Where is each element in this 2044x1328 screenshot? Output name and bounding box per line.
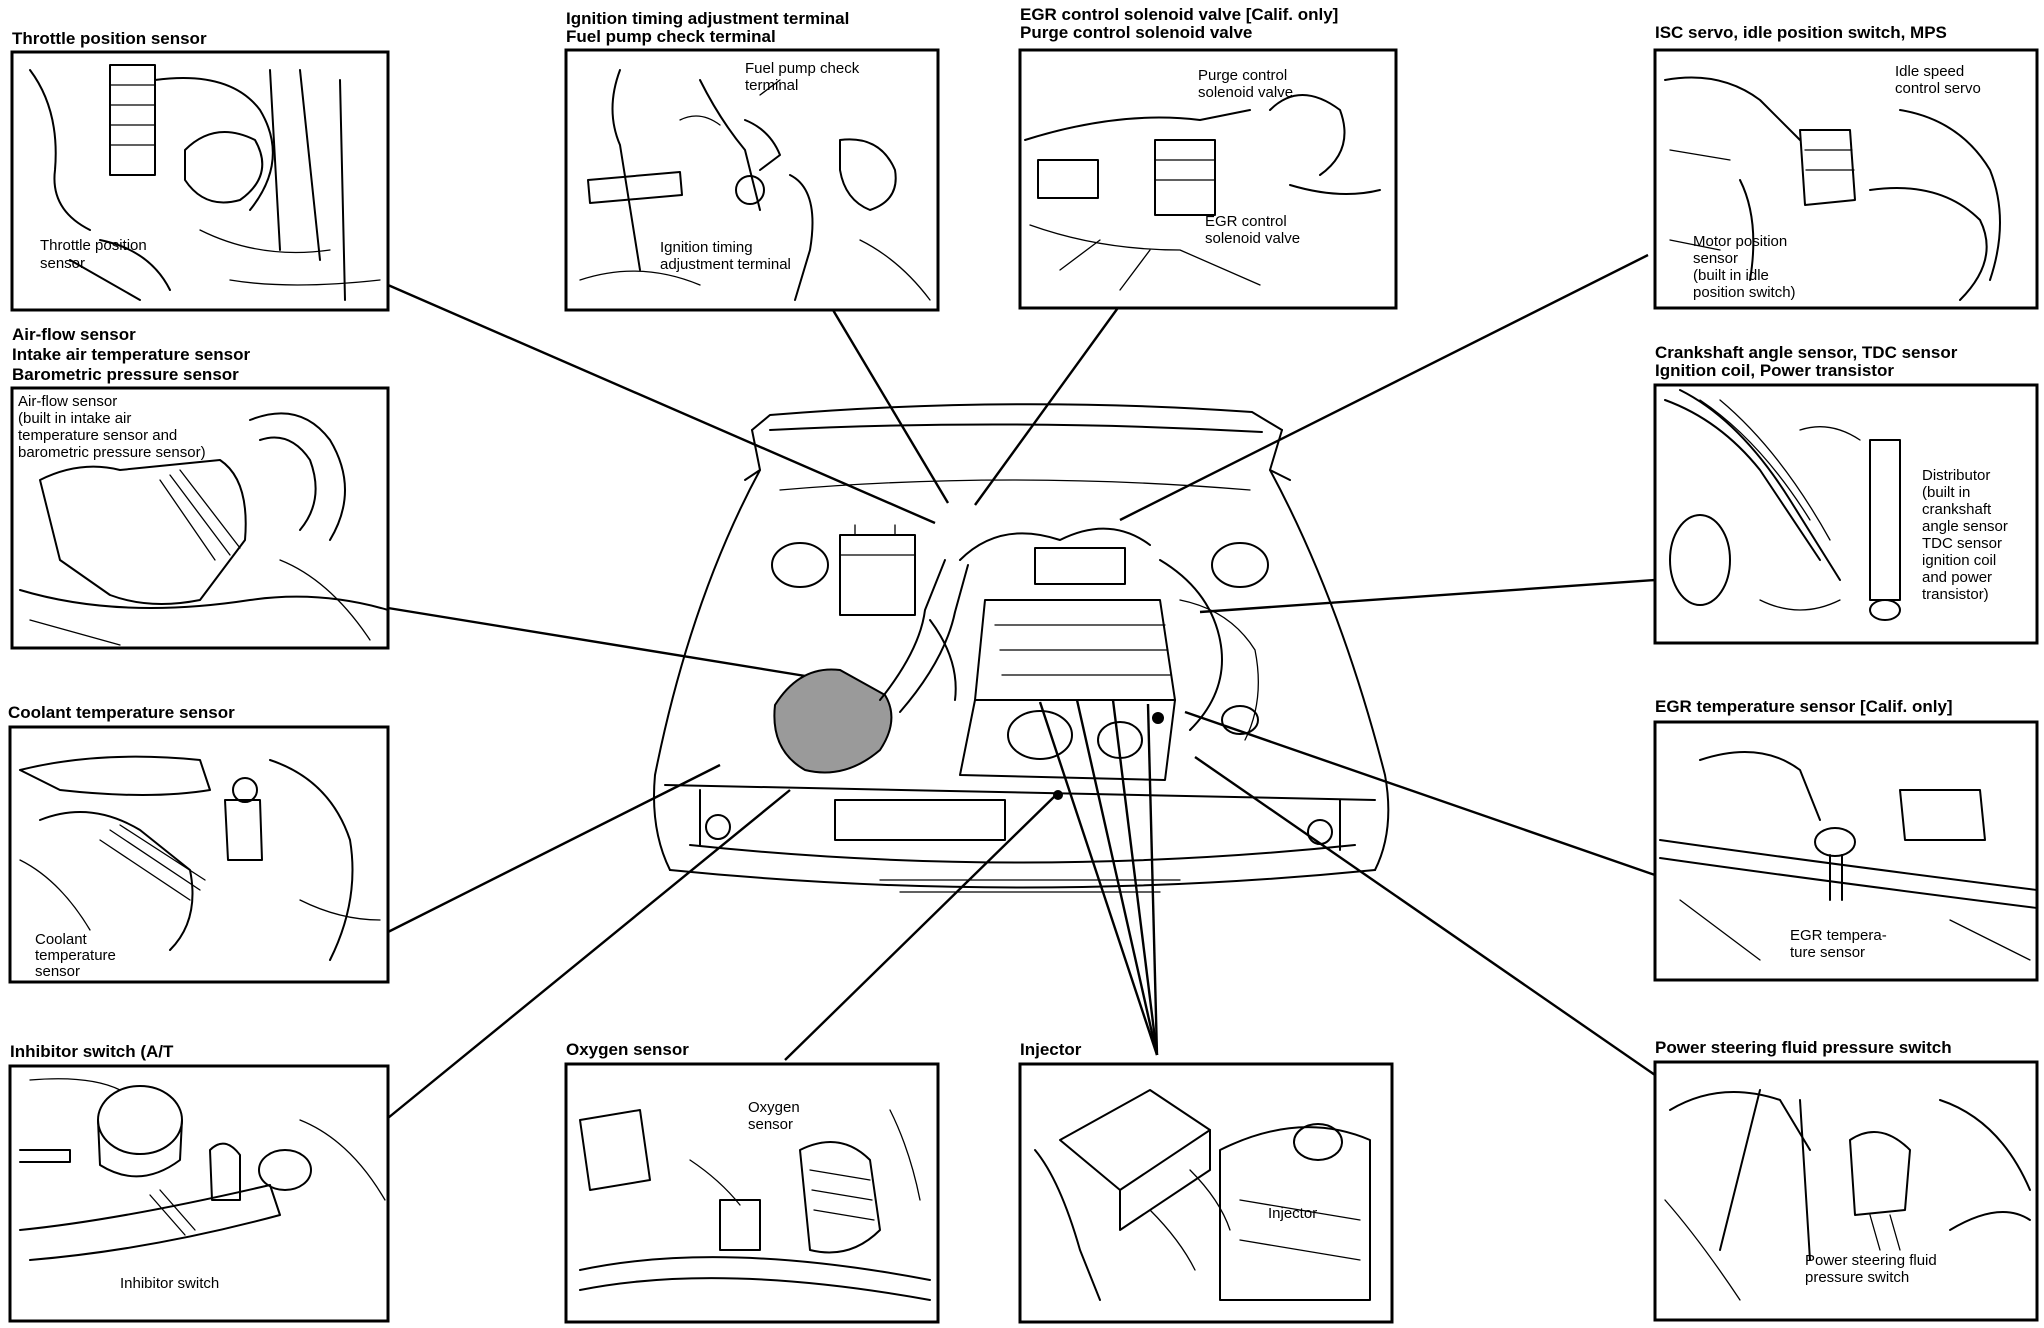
panel-title: Injector (1020, 1040, 1082, 1059)
panel-air-flow-sensor: Air-flow sensor Intake air temperature s… (10, 325, 390, 650)
panel-frame (10, 386, 390, 650)
panel-label: Oxygen sensor (748, 1099, 804, 1133)
panel-title: Ignition timing adjustment terminal Fuel… (566, 9, 854, 46)
panel-label: Air-flow sensor (built in intake air tem… (18, 393, 206, 461)
leader-injector-3 (1111, 699, 1159, 1056)
leader-egr-temp (1184, 710, 1656, 877)
panel-oxygen-sensor: Oxygen sensor Oxygen sensor (564, 1040, 940, 1324)
leader-coolant (387, 763, 721, 934)
leader-throttle (387, 283, 936, 525)
panel-title: Air-flow sensor Intake air temperature s… (12, 325, 255, 384)
panel-title: Power steering fluid pressure switch (1655, 1038, 1952, 1057)
panel-egr-temperature-sensor: EGR temperature sensor [Calif. only] EGR… (1653, 697, 2039, 982)
panel-label: Inhibitor switch (120, 1275, 219, 1292)
leader-power-steering (1194, 756, 1656, 1076)
panel-illustration (1034, 1089, 1371, 1301)
panel-label-secondary: Motor position sensor (built in idle pos… (1693, 233, 1796, 301)
leader-air-flow (387, 606, 831, 682)
panel-illustration (1659, 751, 2038, 961)
panel-illustration (579, 69, 931, 301)
panel-title: EGR control solenoid valve [Calif. only]… (1020, 5, 1343, 42)
panel-frame (8, 725, 390, 984)
panel-label: Injector (1268, 1205, 1317, 1222)
panel-frame (1653, 383, 2039, 645)
panel-label: EGR tempera- ture sensor (1790, 927, 1891, 961)
air-cleaner-shading (773, 668, 893, 774)
leader-ignition-terminal (828, 304, 950, 504)
panel-label: Distributor (built in crankshaft angle s… (1922, 467, 2012, 603)
leader-isc-servo (1119, 253, 1649, 522)
panel-frame (8, 1064, 390, 1323)
panel-crankshaft-angle-sensor: Crankshaft angle sensor, TDC sensor Igni… (1653, 343, 2039, 645)
panel-title: EGR temperature sensor [Calif. only] (1655, 697, 1953, 716)
panel-frame (1018, 48, 1398, 310)
leader-injector-2 (1075, 699, 1159, 1056)
panel-illustration (19, 755, 381, 961)
leader-oxygen (784, 792, 1059, 1061)
leader-injector-1 (1038, 701, 1159, 1056)
panel-label: Power steering fluid pressure switch (1805, 1252, 1941, 1286)
panel-illustration (1664, 1089, 2031, 1301)
leader-lines (387, 253, 1656, 1119)
panel-frame (1653, 720, 2039, 982)
panel-ignition-timing-terminal: Ignition timing adjustment terminal Fuel… (564, 9, 940, 312)
panel-label: Throttle position sensor (40, 237, 151, 272)
panel-title: Coolant temperature sensor (8, 703, 235, 722)
panel-frame (10, 50, 390, 312)
panel-label: Coolant temperature sensor (35, 931, 120, 980)
panel-illustration (19, 412, 389, 646)
panel-label: Purge control solenoid valve (1198, 67, 1293, 101)
panel-frame (1653, 48, 2039, 310)
leader-inhibitor (387, 789, 791, 1119)
leader-crankshaft (1199, 578, 1656, 614)
panel-egr-control-solenoid: EGR control solenoid valve [Calif. only]… (1018, 5, 1398, 310)
panel-frame (1018, 1062, 1394, 1324)
panel-title: Crankshaft angle sensor, TDC sensor Igni… (1655, 343, 1962, 380)
panel-title: Throttle position sensor (12, 29, 207, 48)
panel-label: Fuel pump check terminal (745, 60, 863, 94)
panel-label-secondary: EGR control solenoid valve (1205, 213, 1300, 247)
panel-illustration (1664, 389, 1901, 621)
panel-illustration (1024, 94, 1381, 291)
panel-label: Idle speed control servo (1895, 63, 1981, 97)
panel-label-secondary: Ignition timing adjustment terminal (660, 239, 791, 273)
engine-bay-illustration (653, 403, 1390, 893)
panel-power-steering-switch: Power steering fluid pressure switch Pow… (1653, 1038, 2039, 1322)
panel-illustration (1664, 76, 2001, 301)
panel-throttle-position-sensor: Throttle position sensor Throttle positi… (10, 29, 390, 312)
panel-title: ISC servo, idle position switch, MPS (1655, 23, 1947, 42)
panel-frame (1653, 1060, 2039, 1322)
panel-title: Inhibitor switch (A/T (10, 1042, 174, 1061)
panel-isc-servo: ISC servo, idle position switch, MPS Idl… (1653, 23, 2039, 310)
panel-illustration (29, 64, 381, 301)
panel-coolant-temperature-sensor: Coolant temperature sensor Coolant tempe… (8, 703, 390, 984)
panel-inhibitor-switch: Inhibitor switch (A/T Inhibitor switch (8, 1042, 390, 1323)
panel-illustration (579, 1109, 931, 1301)
panel-illustration (19, 1078, 386, 1261)
panel-title: Oxygen sensor (566, 1040, 689, 1059)
panel-injector: Injector Injector (1018, 1040, 1394, 1324)
